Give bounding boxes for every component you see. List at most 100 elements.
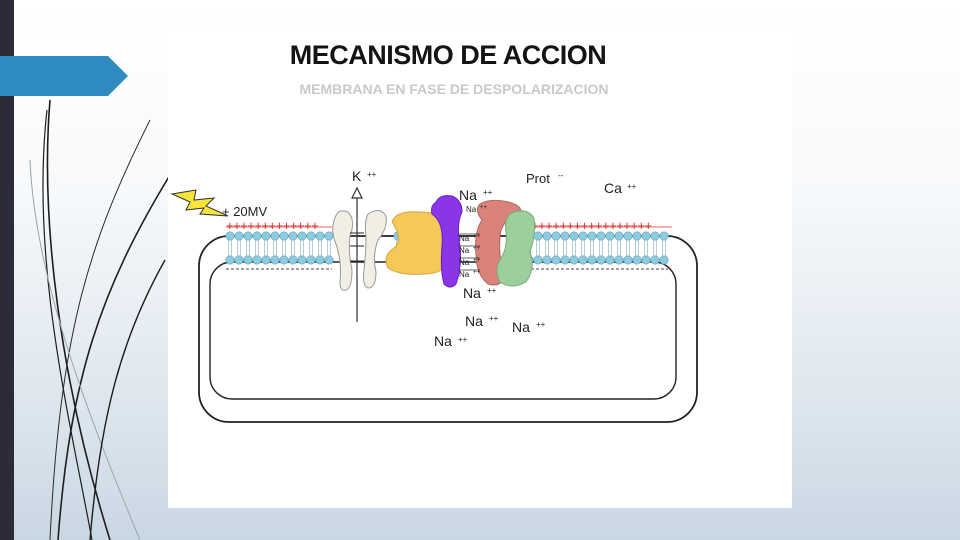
lipid-tail bbox=[563, 240, 567, 256]
lipid-head bbox=[659, 231, 669, 241]
sodium-channel-label-1: Na bbox=[466, 205, 477, 214]
lipid-head bbox=[605, 231, 615, 241]
lipid-head bbox=[306, 231, 316, 241]
lipid-tail bbox=[662, 240, 666, 256]
lipid-head bbox=[270, 255, 280, 265]
sodium-inside-label-1: Na bbox=[463, 285, 481, 301]
sodium-channel-label-2: Na bbox=[459, 234, 470, 243]
lipid-tail bbox=[327, 240, 331, 256]
lipid-head bbox=[279, 231, 289, 241]
lipid-head bbox=[234, 255, 244, 265]
lipid-head bbox=[569, 255, 579, 265]
lipid-head bbox=[551, 231, 561, 241]
calcium-label: Ca bbox=[604, 180, 622, 196]
lipid-tail bbox=[255, 240, 259, 256]
sodium-inside-label-3: Na bbox=[512, 319, 530, 335]
lipid-head bbox=[641, 231, 651, 241]
lipid-head bbox=[252, 231, 262, 241]
lipid-head bbox=[225, 255, 235, 265]
lipid-tail bbox=[644, 240, 648, 256]
lipid-tail bbox=[282, 240, 286, 256]
lipid-head bbox=[542, 231, 552, 241]
lipid-head bbox=[605, 255, 615, 265]
lipid-tail bbox=[608, 240, 612, 256]
lipid-head bbox=[650, 255, 660, 265]
lipid-head bbox=[569, 231, 579, 241]
lipid-head bbox=[324, 231, 334, 241]
lipid-head bbox=[596, 255, 606, 265]
lipid-tail bbox=[291, 240, 295, 256]
lipid-tail bbox=[264, 240, 268, 256]
lipid-tail bbox=[653, 240, 657, 256]
positive-charges-right: ++++++++++++++++++ bbox=[524, 218, 652, 233]
sodium-inside-label-4: Na bbox=[434, 333, 452, 349]
potassium-label: K bbox=[352, 168, 362, 184]
lipid-head bbox=[560, 255, 570, 265]
lipid-head bbox=[542, 255, 552, 265]
lipid-tail bbox=[536, 240, 540, 256]
lipid-head bbox=[306, 255, 316, 265]
purple-sodium-channel bbox=[431, 195, 463, 288]
sodium-channel-charge-1: ++ bbox=[480, 205, 488, 211]
lipid-tail bbox=[626, 240, 630, 256]
calcium-charge: ++ bbox=[627, 182, 637, 191]
lipid-tail bbox=[554, 240, 558, 256]
voltage-label: + 20MV bbox=[222, 204, 267, 219]
sodium-channel-label-3: Na bbox=[459, 246, 470, 255]
sodium-top-label: Na bbox=[459, 187, 477, 203]
lipid-tail bbox=[273, 240, 277, 256]
lipid-tail bbox=[599, 240, 603, 256]
green-transport-protein bbox=[496, 210, 535, 287]
sodium-inside-label-2: Na bbox=[465, 313, 483, 329]
lipid-head bbox=[659, 255, 669, 265]
lipid-head bbox=[587, 231, 597, 241]
sodium-channel-label-4: Na bbox=[459, 258, 470, 267]
lipid-tail bbox=[617, 240, 621, 256]
slide-subtitle: MEMBRANA EN FASE DE DESPOLARIZACION bbox=[299, 81, 609, 97]
sodium-inside-charge-2: ++ bbox=[489, 314, 499, 323]
lipid-head bbox=[261, 231, 271, 241]
positive-charges-left: +++++++++++++ bbox=[226, 218, 318, 233]
lipid-head bbox=[623, 255, 633, 265]
lipid-head bbox=[225, 231, 235, 241]
lipid-head bbox=[623, 231, 633, 241]
potassium-charge: ++ bbox=[367, 170, 377, 179]
lipid-tail bbox=[318, 240, 322, 256]
lipid-head bbox=[632, 231, 642, 241]
lipid-head bbox=[243, 255, 253, 265]
lipid-head bbox=[270, 231, 280, 241]
lipid-head bbox=[315, 231, 325, 241]
potassium-arrow-head bbox=[351, 186, 363, 199]
lightning-bolt-icon bbox=[170, 189, 229, 217]
lipid-head bbox=[587, 255, 597, 265]
sodium-inside-charge-1: ++ bbox=[487, 286, 497, 295]
decorative-curves bbox=[29, 99, 171, 540]
sodium-top-charge: ++ bbox=[483, 188, 493, 197]
sodium-channel-charge-5: ++ bbox=[473, 270, 481, 276]
sodium-channel-charge-2: ++ bbox=[473, 234, 481, 240]
title-tab-arrow bbox=[0, 56, 128, 96]
yellow-transport-protein bbox=[385, 211, 450, 275]
lipid-tail bbox=[246, 240, 250, 256]
lipid-tail bbox=[237, 240, 241, 256]
lipid-tail bbox=[635, 240, 639, 256]
lipid-tail bbox=[545, 240, 549, 256]
lipid-tail bbox=[581, 240, 585, 256]
protein-label: Prot bbox=[526, 171, 550, 186]
lipid-head bbox=[614, 231, 624, 241]
lipid-tail bbox=[590, 240, 594, 256]
lipid-head bbox=[297, 255, 307, 265]
lipid-head bbox=[315, 255, 325, 265]
lipid-head bbox=[324, 255, 334, 265]
sodium-channel-charge-3: ++ bbox=[473, 246, 481, 252]
lipid-head bbox=[261, 255, 271, 265]
protein-charge: -- bbox=[558, 171, 564, 180]
sodium-inside-charge-4: ++ bbox=[458, 335, 468, 344]
lipid-tail bbox=[300, 240, 304, 256]
lipid-head bbox=[560, 231, 570, 241]
lipid-head bbox=[243, 231, 253, 241]
slide-title: MECANISMO DE ACCION bbox=[289, 40, 607, 70]
lipid-tail bbox=[309, 240, 313, 256]
sodium-channel-charge-4: ++ bbox=[473, 258, 481, 264]
